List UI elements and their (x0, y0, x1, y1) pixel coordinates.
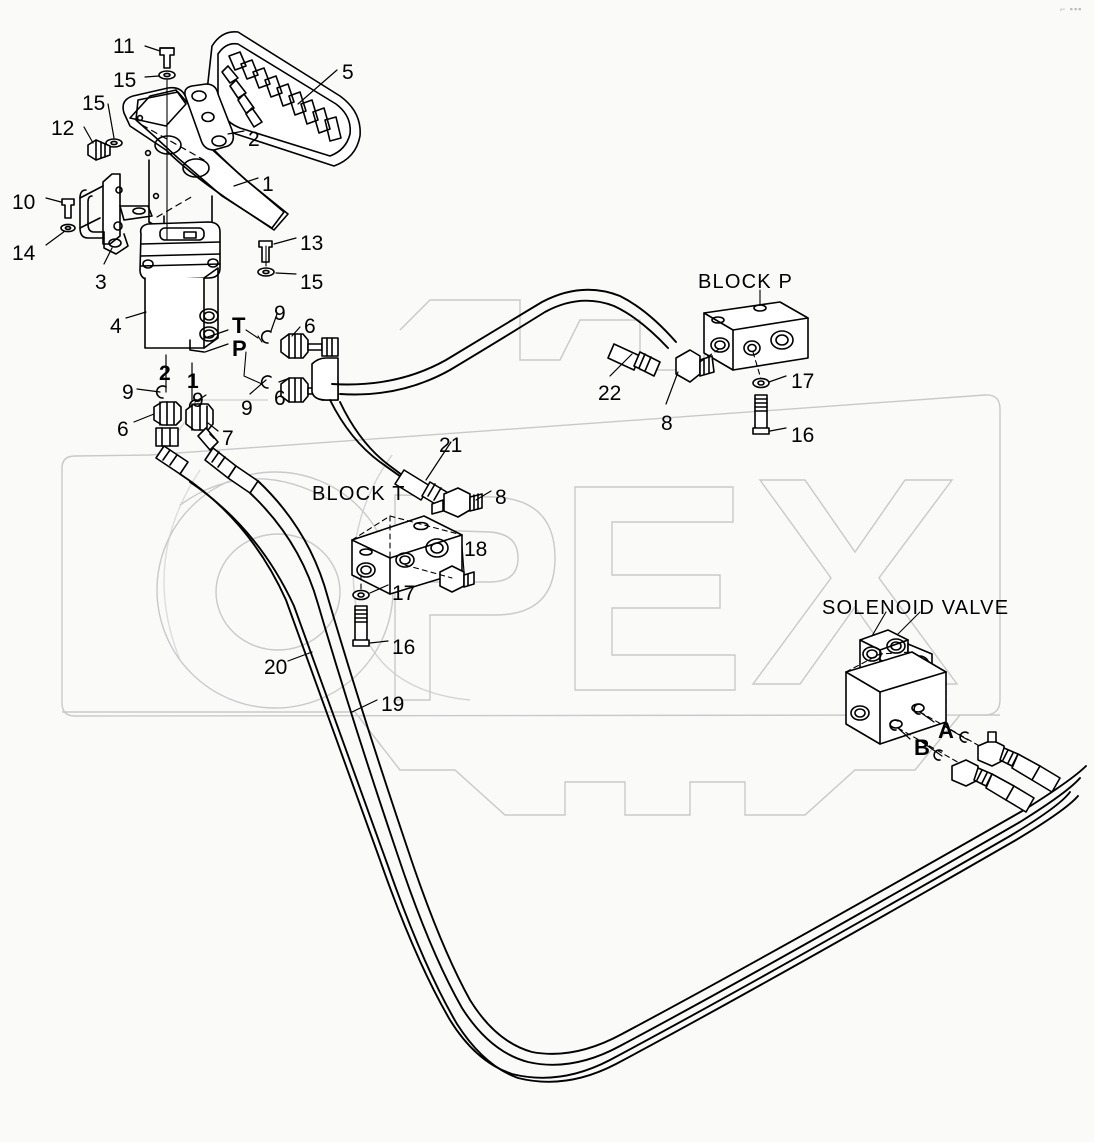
callout-1-a: 1 (262, 173, 274, 196)
callout-9-d: 9 (192, 389, 204, 412)
callout-19: 19 (381, 693, 405, 716)
callout-2-a: 2 (248, 128, 260, 151)
callout-6-a: 6 (304, 315, 316, 338)
callout-11: 11 (113, 35, 135, 58)
label-solenoid-valve: SOLENOID VALVE (822, 597, 1010, 619)
callout-1-b: 1 (187, 370, 199, 393)
fasteners-group (60, 47, 275, 277)
label-block-t: BLOCK T (312, 483, 406, 505)
callout-4: 4 (110, 315, 122, 338)
hose-20-and-19 (179, 473, 1087, 1083)
callout-21: 21 (439, 434, 463, 457)
callout-leaders (45, 45, 969, 757)
callout-18: 18 (464, 538, 488, 561)
callout-9-c: 9 (122, 381, 134, 404)
callout-9-a: 9 (274, 302, 286, 325)
part-2-link-arm (184, 83, 235, 151)
hose-22-coupler (607, 343, 661, 377)
block-p-assembly (675, 301, 809, 435)
callout-2-b: 2 (159, 362, 171, 385)
callout-17-a: 17 (791, 370, 815, 393)
callout-16-b: 16 (392, 636, 416, 659)
callout-5: 5 (342, 61, 354, 84)
port-label-p: P (232, 336, 247, 361)
part-3-bracket (79, 173, 153, 255)
callout-17-b: 17 (392, 582, 416, 605)
callout-13: 13 (300, 232, 324, 255)
callout-6-b: 6 (274, 387, 286, 410)
callout-12: 12 (51, 117, 75, 140)
callout-16-a: 16 (791, 424, 815, 447)
callout-8-b: 8 (495, 486, 507, 509)
diagram-linework (45, 30, 1087, 1083)
callout-22: 22 (598, 382, 622, 405)
port-label-b: B (914, 735, 930, 760)
callout-15-b: 15 (82, 92, 106, 115)
callout-10: 10 (12, 191, 36, 214)
callout-15-a: 15 (113, 69, 137, 92)
callout-6-c: 6 (117, 418, 129, 441)
callout-3: 3 (95, 271, 107, 294)
solenoid-hose-fittings (933, 731, 1061, 813)
callout-7: 7 (222, 427, 234, 450)
callout-20: 20 (264, 656, 288, 679)
callout-14: 14 (12, 242, 36, 265)
callout-9-b: 9 (241, 397, 253, 420)
port-label-a: A (938, 718, 954, 743)
block-t-assembly (351, 487, 483, 647)
watermark-opex (61, 299, 1001, 816)
callout-15-c: 15 (300, 271, 324, 294)
fittings-tp (260, 330, 339, 403)
corner-mark: ⌐ ▪▪▪ (1060, 4, 1083, 14)
callout-8-a: 8 (661, 412, 673, 435)
fittings-left (153, 385, 259, 494)
solenoid-valve-assembly (845, 629, 991, 769)
port-label-t: T (232, 313, 246, 338)
label-block-p: BLOCK P (698, 271, 794, 293)
hose-22 (331, 288, 677, 396)
part-4-valve-body (139, 221, 221, 353)
